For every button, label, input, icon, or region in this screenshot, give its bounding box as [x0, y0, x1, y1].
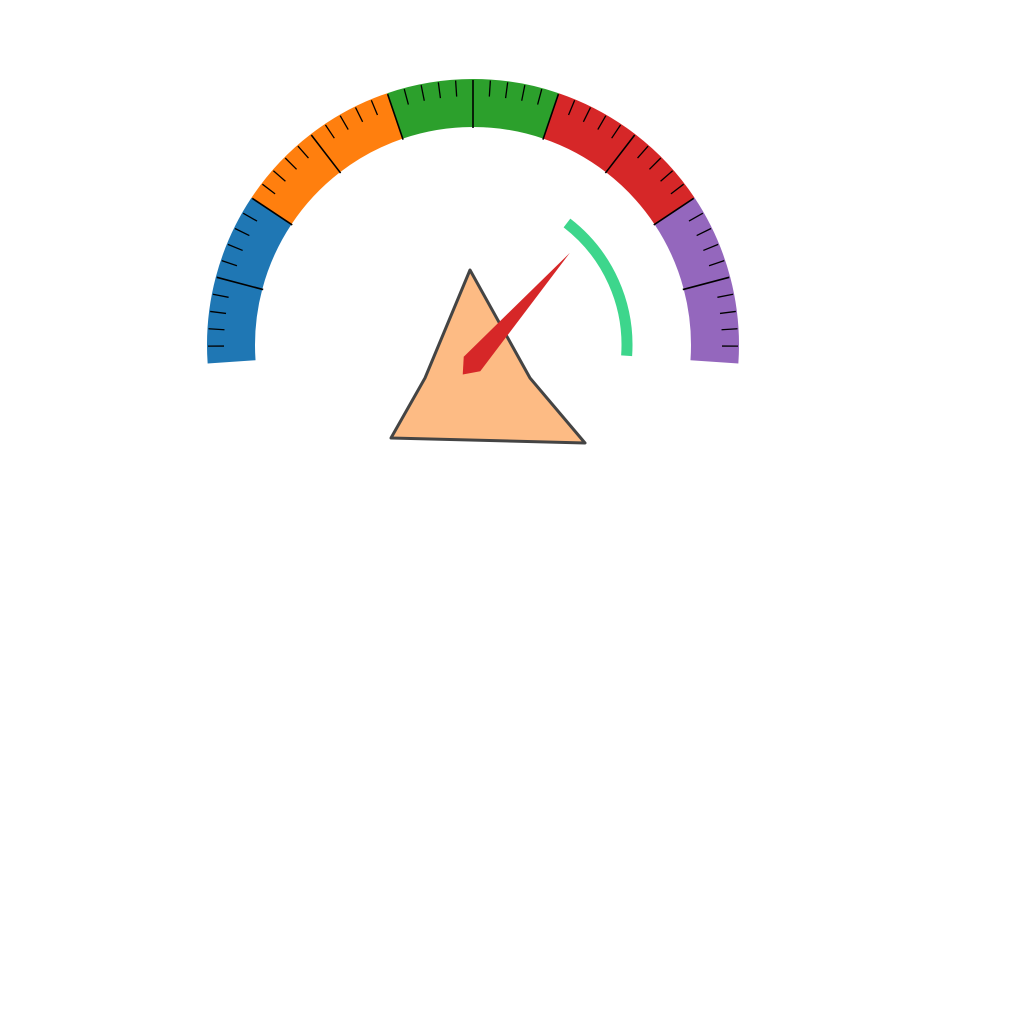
minor-tick [717, 293, 734, 298]
gauge-ticks [207, 80, 739, 347]
minor-tick [221, 260, 238, 267]
minor-tick [688, 212, 704, 222]
gauge-band-0 [207, 197, 292, 364]
minor-tick [272, 170, 286, 182]
major-tick [386, 93, 404, 140]
minor-tick [324, 124, 335, 139]
minor-tick [454, 80, 458, 97]
gauge-band-4 [654, 197, 739, 364]
minor-tick [208, 328, 225, 331]
minor-tick [708, 260, 725, 267]
minor-tick [660, 170, 674, 182]
minor-tick [420, 84, 425, 101]
minor-tick [719, 310, 736, 315]
minor-tick [227, 243, 243, 252]
gauge-needle-layer [462, 252, 570, 375]
minor-tick [234, 227, 250, 237]
minor-tick [648, 157, 662, 170]
major-tick [542, 93, 560, 140]
minor-tick [670, 183, 685, 195]
major-tick [682, 276, 730, 291]
minor-tick [284, 157, 298, 170]
gauge-needle [462, 252, 570, 375]
minor-tick [210, 310, 227, 315]
value-arc [563, 218, 633, 357]
minor-tick [521, 84, 526, 101]
minor-tick [403, 88, 410, 105]
value-arc-layer [563, 218, 633, 357]
gauge-band-3 [543, 93, 695, 225]
minor-tick [597, 115, 607, 130]
minor-tick [536, 88, 543, 105]
major-tick [310, 134, 342, 174]
minor-tick [582, 107, 592, 123]
minor-tick [637, 145, 649, 159]
minor-tick [504, 82, 509, 99]
minor-tick [703, 243, 719, 252]
minor-tick [242, 212, 258, 222]
minor-tick [437, 82, 442, 99]
minor-tick [261, 183, 276, 195]
major-tick [216, 276, 264, 291]
minor-tick [354, 107, 364, 123]
minor-tick [721, 328, 738, 331]
minor-tick [567, 100, 576, 116]
minor-tick [488, 80, 492, 97]
minor-tick [611, 124, 622, 139]
gauge-band-1 [251, 93, 403, 225]
major-tick [251, 197, 293, 226]
major-tick [653, 197, 695, 226]
minor-tick [370, 100, 379, 116]
minor-tick [696, 227, 712, 237]
minor-tick [339, 115, 349, 130]
minor-tick [297, 145, 309, 159]
minor-tick [212, 293, 229, 298]
major-tick [604, 134, 636, 174]
